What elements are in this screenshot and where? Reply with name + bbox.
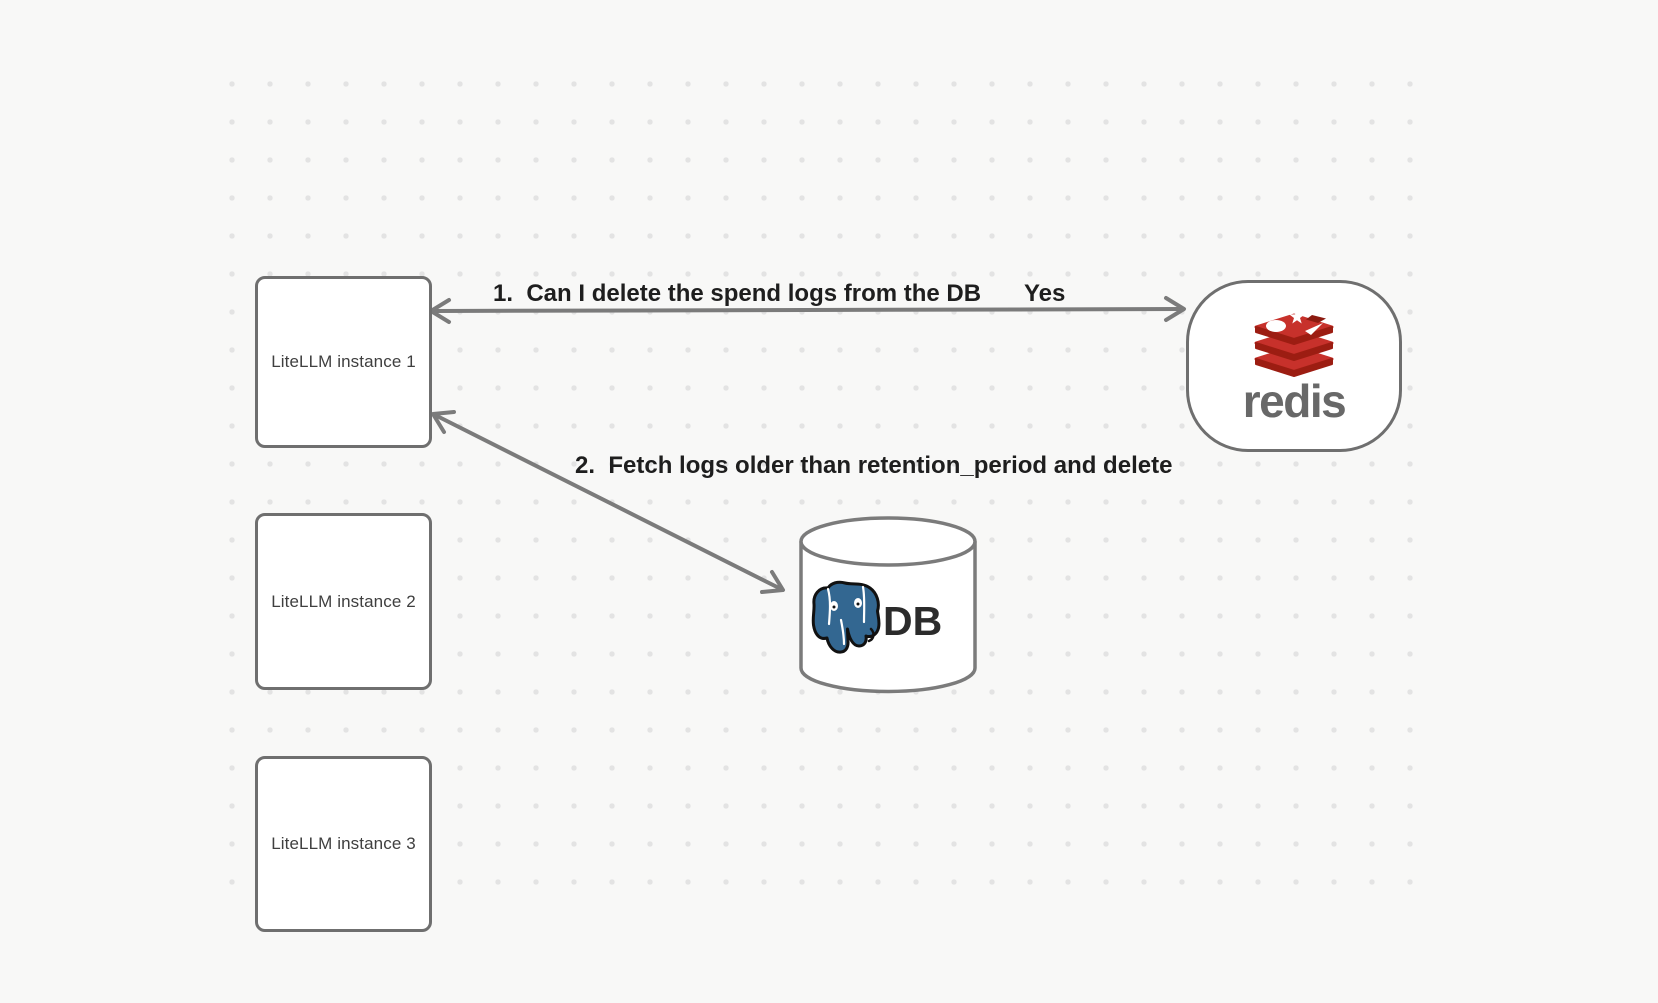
- db-cylinder-icon: [799, 516, 977, 694]
- node-db[interactable]: DB: [795, 514, 983, 698]
- node-litellm-instance-1-label: LiteLLM instance 1: [271, 352, 416, 371]
- node-litellm-instance-1[interactable]: LiteLLM instance 1: [255, 276, 432, 448]
- arrow-1-line[interactable]: [434, 307, 1183, 313]
- node-litellm-instance-3[interactable]: LiteLLM instance 3: [255, 756, 432, 932]
- redis-wordmark: redis: [1242, 375, 1347, 427]
- edge2-label[interactable]: 2. Fetch logs older than retention_perio…: [575, 452, 1173, 479]
- redis-logo-icon: [1254, 309, 1334, 377]
- edge1-response-label[interactable]: Yes: [1024, 280, 1066, 307]
- edge1-label[interactable]: 1. Can I delete the spend logs from the …: [493, 280, 982, 307]
- arrow-2-head-bottom: [760, 570, 785, 594]
- arrow-2-line[interactable]: [435, 414, 781, 590]
- node-redis[interactable]: redis: [1186, 280, 1402, 452]
- arrow-fetch-delete[interactable]: [431, 410, 785, 594]
- postgres-elephant-icon: [811, 580, 881, 654]
- arrow-2-head-top: [431, 410, 456, 434]
- db-label: DB: [883, 598, 943, 644]
- node-litellm-instance-2-label: LiteLLM instance 2: [271, 591, 416, 611]
- arrow-1-head-right: [1164, 296, 1186, 322]
- node-litellm-instance-2[interactable]: LiteLLM instance 2: [255, 513, 432, 690]
- node-litellm-instance-3-label: LiteLLM instance 3: [271, 834, 416, 853]
